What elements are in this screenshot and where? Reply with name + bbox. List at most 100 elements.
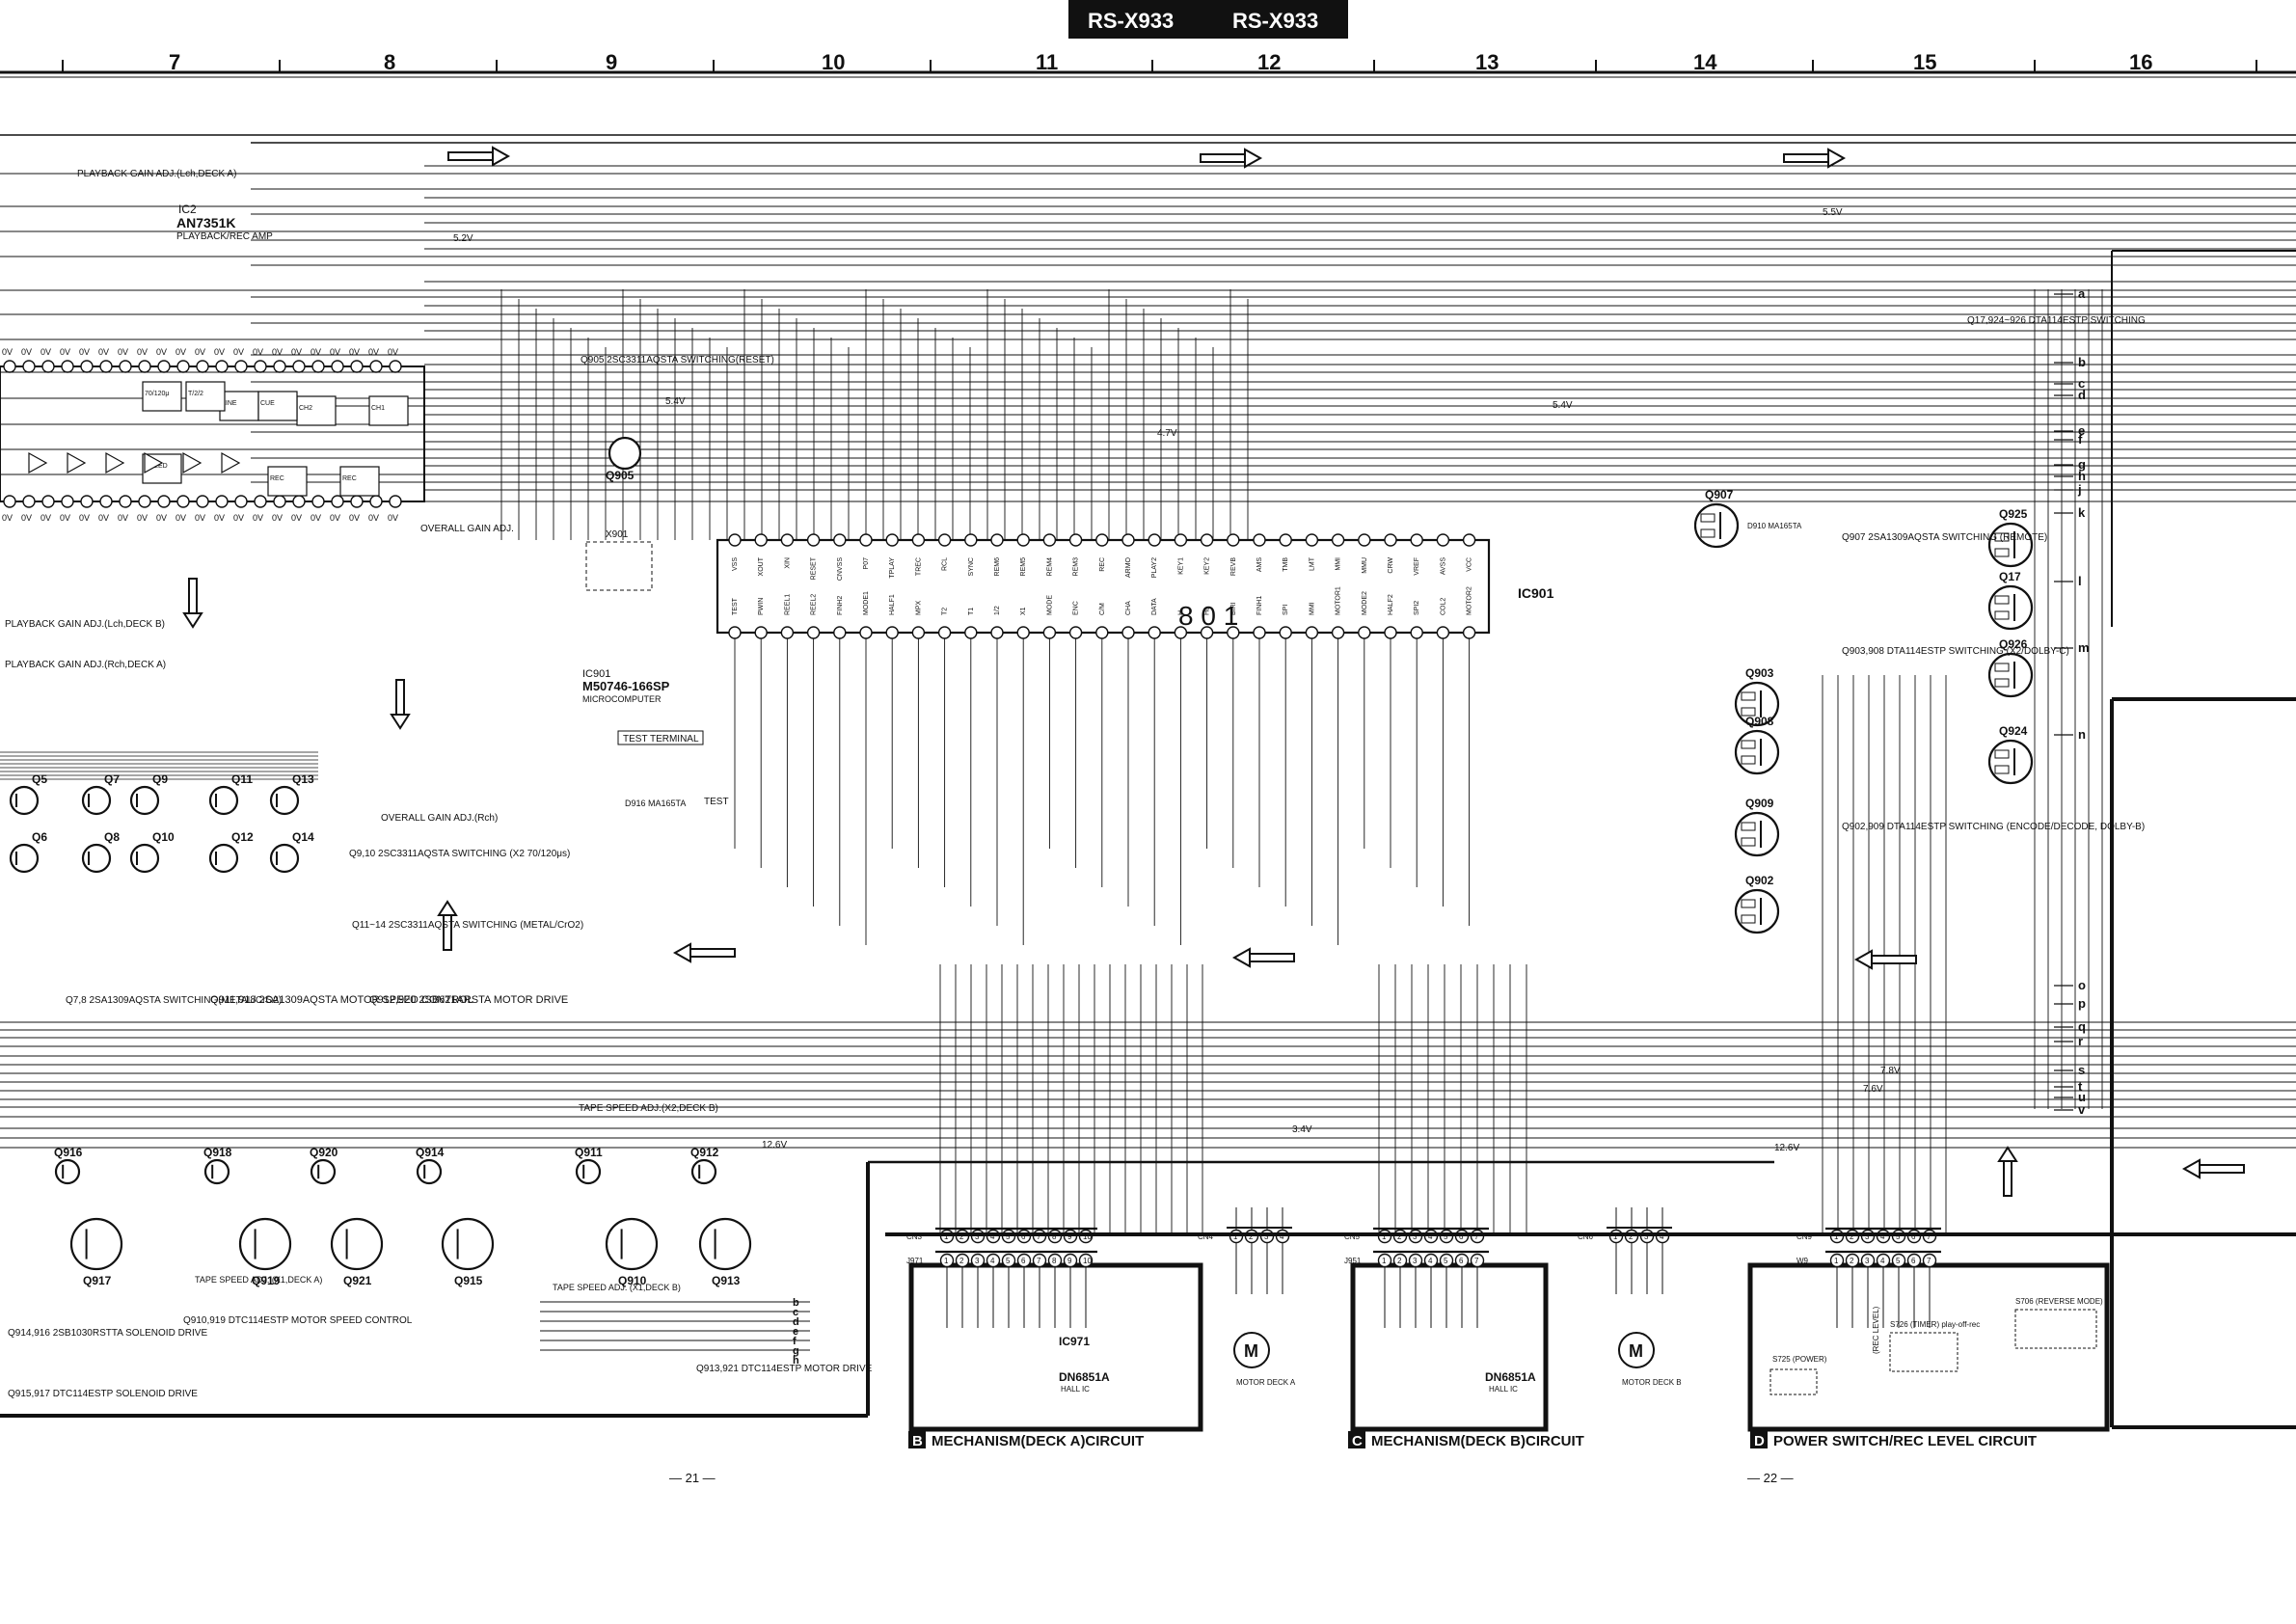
transistor-q10 xyxy=(129,843,160,874)
transistor-q8 xyxy=(81,843,112,874)
ic901-part: M50746-166SP xyxy=(582,679,670,693)
bus-letter-h: h xyxy=(2078,469,2086,483)
bus-letter-m: m xyxy=(2078,640,2090,655)
transistor-label-q918: Q918 xyxy=(203,1146,232,1159)
amp-block xyxy=(185,381,226,412)
connector-pin-number: 4 xyxy=(1880,1232,1885,1241)
connector-pin-number: 2 xyxy=(959,1232,964,1241)
ic901-pin-bottom xyxy=(1279,626,1292,639)
transistor-label-q908: Q908 xyxy=(1745,715,1774,728)
connector-pin-number: 8 xyxy=(1052,1232,1057,1241)
op-amp-symbol xyxy=(182,451,203,474)
ic901-pin-top xyxy=(1462,533,1476,547)
connector-pin xyxy=(1423,1253,1439,1268)
ic901-pin-bottom xyxy=(1200,626,1214,639)
ic2-pin xyxy=(389,360,402,373)
transistor-label-q907: Q907 xyxy=(1705,488,1734,501)
playback-gain-label-a: PLAYBACK GAIN ADJ.(Lch,DECK A) xyxy=(77,169,236,179)
ic901-pin-bottom xyxy=(885,626,899,639)
pin-voltage: 0V xyxy=(118,347,128,357)
ic2-pin xyxy=(22,360,36,373)
ic901-pin-name-bottom: HL xyxy=(1204,607,1211,615)
connector-pin xyxy=(1032,1253,1047,1268)
pin-voltage: 0V xyxy=(214,347,225,357)
bias-resistor xyxy=(1700,528,1715,538)
ic901-pin-bottom xyxy=(1068,626,1083,639)
connector-pin-number: 1 xyxy=(944,1257,949,1265)
q910-919-label: Q910,919 DTC114ESTP MOTOR SPEED CONTROL xyxy=(183,1315,413,1326)
bus-letter-j: j xyxy=(2077,482,2082,497)
ic951-part: DN6851A xyxy=(1485,1370,1536,1384)
ic901-pin-name-bottom: MMI xyxy=(1309,602,1315,615)
transistor-label-q12: Q12 xyxy=(231,830,254,844)
transistor-q918 xyxy=(203,1158,230,1185)
ic2-pin xyxy=(331,360,344,373)
ic901-pin-name-top: SYNC xyxy=(968,557,975,576)
transistor-label-q910: Q910 xyxy=(618,1274,647,1287)
ic901-pin-name-top: VCC xyxy=(1467,557,1473,572)
connector-pin-number: 3 xyxy=(975,1257,980,1265)
connector-pin-number: 2 xyxy=(1629,1232,1634,1241)
ic2-pin xyxy=(157,360,171,373)
bias-resistor xyxy=(1994,765,2010,774)
connector-pin xyxy=(986,1253,1001,1268)
amp-block xyxy=(339,466,380,497)
s726-label: S726 (TIMER) play-off-rec xyxy=(1890,1320,1980,1329)
ic2-pin xyxy=(176,495,190,508)
ic901-pin-name-top: PLAY2 xyxy=(1151,557,1158,578)
connector-pin-number: 6 xyxy=(1021,1257,1026,1265)
pin-voltage: 0V xyxy=(41,347,51,357)
connector-pin xyxy=(1876,1253,1891,1268)
ic901-pin-top xyxy=(1410,533,1423,547)
section-c-title: MECHANISM(DECK B)CIRCUIT xyxy=(1371,1433,1584,1449)
ic901-pin-top xyxy=(885,533,899,547)
ic901-pin-name-bottom: X1 xyxy=(1020,607,1027,615)
test-terminal: TEST TERMINAL TEST D916 MA165TA xyxy=(617,730,729,808)
q915-917-label: Q915,917 DTC114ESTP SOLENOID DRIVE xyxy=(8,1389,198,1399)
ic901-pin-name-bottom: MOTOR1 xyxy=(1336,586,1342,615)
ic2-pin xyxy=(3,360,16,373)
connector-pin xyxy=(1829,1253,1845,1268)
connector-pin-number: 5 xyxy=(1896,1257,1901,1265)
grid-number-9: 9 xyxy=(606,50,617,74)
transistor-label-q917: Q917 xyxy=(83,1274,112,1287)
ic971-ref: IC971 xyxy=(1059,1335,1090,1348)
section-d-letter: D xyxy=(1754,1433,1765,1449)
bias-resistor xyxy=(1994,678,2010,688)
connector-pin-number: 7 xyxy=(1927,1232,1931,1241)
ic901-pin-name-bottom: COL2 xyxy=(1440,598,1446,615)
ic2-pin xyxy=(311,360,325,373)
transistor-q919 xyxy=(238,1217,292,1271)
ic901-pin-name-bottom: MOTOR2 xyxy=(1467,586,1473,615)
ic2-pin xyxy=(99,360,113,373)
ic901-pin-name-top: REM5 xyxy=(1020,557,1027,577)
transistor-label-q903: Q903 xyxy=(1745,666,1774,680)
transistor-q908 xyxy=(1734,729,1780,775)
ic901-pin-bottom xyxy=(859,626,873,639)
ic901-pin-name-top: MMI xyxy=(1336,557,1342,571)
ic951-desc: HALL IC xyxy=(1489,1385,1518,1394)
model-label-1: RS-X933 xyxy=(1088,9,1174,33)
bias-resistor xyxy=(1741,707,1756,717)
ic2-pin xyxy=(254,495,267,508)
ic901-pin-name-top: TPLAY xyxy=(889,557,896,579)
ic901-pin-name-bottom: BIRI xyxy=(1230,602,1237,615)
ic901-pin-top xyxy=(1305,533,1319,547)
ic2-pin xyxy=(41,360,55,373)
transistor-q6 xyxy=(9,843,40,874)
connector-pin xyxy=(1377,1253,1392,1268)
ic901-pin-name-top: MMU xyxy=(1362,557,1368,574)
ic2-pin xyxy=(3,495,16,508)
transistor-label-q909: Q909 xyxy=(1745,797,1774,810)
pin-voltage: 0V xyxy=(156,513,167,523)
motor-a-glyph: M xyxy=(1244,1341,1258,1361)
connector-pin-number: 2 xyxy=(1850,1257,1854,1265)
pin-voltage: 0V xyxy=(137,347,148,357)
ic901-pin-bottom xyxy=(964,626,978,639)
connector-pin-number: 6 xyxy=(1911,1257,1916,1265)
